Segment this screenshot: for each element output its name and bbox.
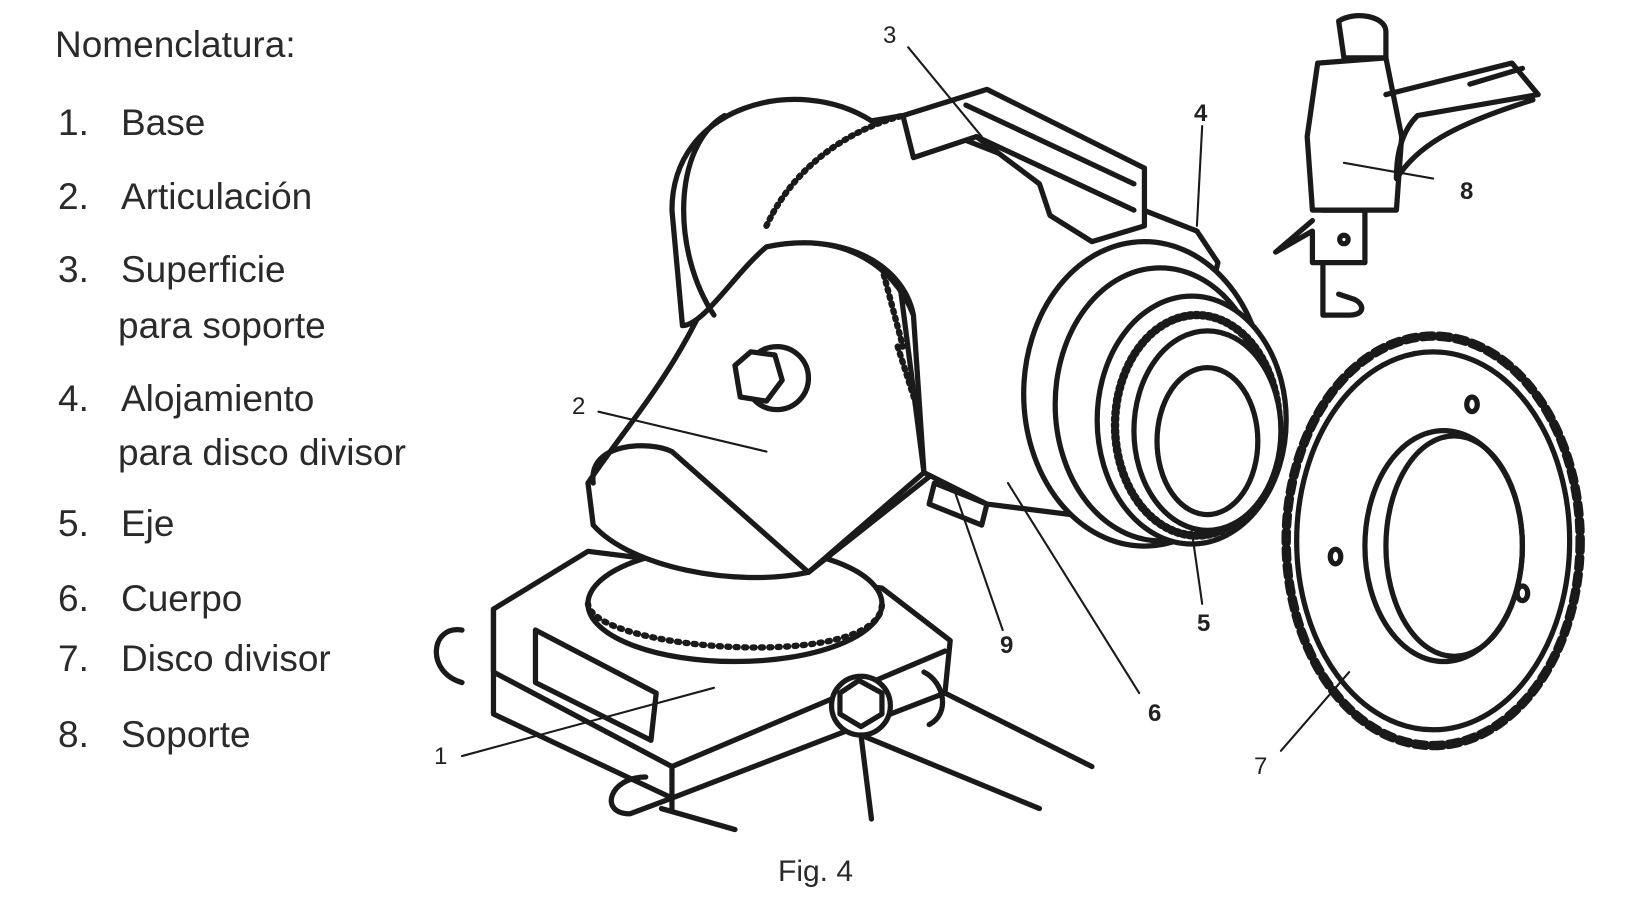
item-label: Cuerpo <box>121 578 243 619</box>
item-label: Articulación <box>121 176 313 217</box>
callout-5: 5 <box>1197 610 1211 637</box>
item-number: 1. <box>58 102 89 143</box>
item-number: 8. <box>58 714 89 755</box>
item-label: Soporte <box>121 714 251 755</box>
item-number: 4. <box>58 378 89 419</box>
item-number: 2. <box>58 176 89 217</box>
item-number: 3. <box>58 249 89 290</box>
callout-9: 9 <box>1000 632 1014 659</box>
articulation-drawing <box>585 213 938 581</box>
callout-1: 1 <box>434 743 448 770</box>
callout-2: 2 <box>572 393 586 420</box>
item-label: Base <box>121 102 206 143</box>
housing-drawing <box>1021 238 1289 549</box>
callout-8: 8 <box>1460 178 1474 205</box>
legend-item-continuation: para soporte <box>118 305 326 346</box>
callout-6: 6 <box>1148 700 1162 727</box>
item-label: Eje <box>121 503 175 544</box>
legend-item-continuation: para disco divisor <box>118 432 406 473</box>
callout-4: 4 <box>1194 100 1208 127</box>
support-drawing <box>1273 13 1541 318</box>
leader-lines <box>460 46 1435 758</box>
item-number: 5. <box>58 503 89 544</box>
callout-3: 3 <box>883 22 897 49</box>
dividing-disc-drawing <box>1281 331 1585 751</box>
figure-caption: Fig. 4 <box>778 855 854 888</box>
item-number: 6. <box>58 578 89 619</box>
item-label: Disco divisor <box>121 638 331 679</box>
item-label: Superficie <box>121 249 286 290</box>
callout-7: 7 <box>1254 753 1268 780</box>
item-label: Alojamiento <box>121 378 315 419</box>
item-number: 7. <box>58 638 89 679</box>
legend-title: Nomenclatura: <box>55 24 296 65</box>
